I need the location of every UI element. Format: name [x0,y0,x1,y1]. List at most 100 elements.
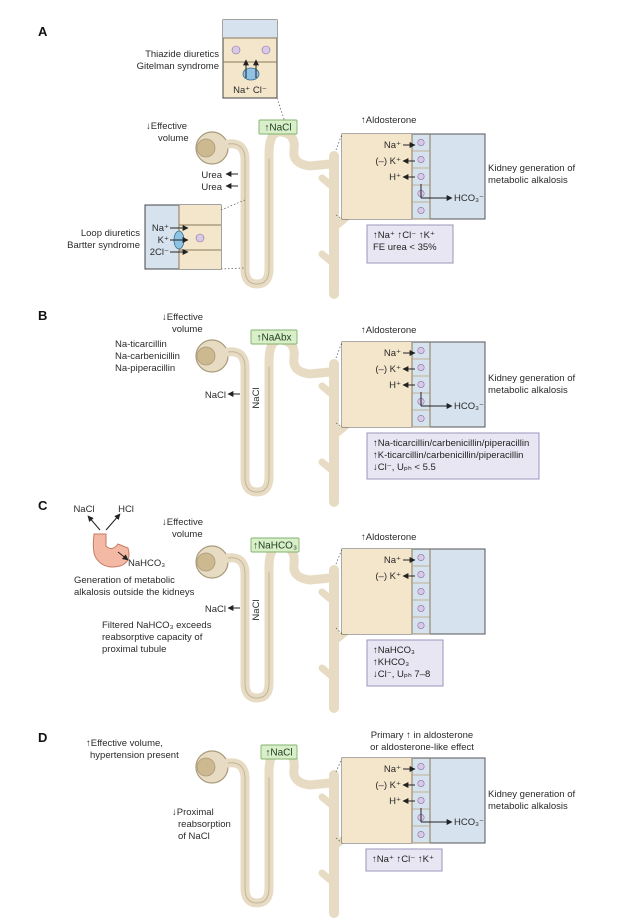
duct-branch [318,793,338,811]
effective-volume-label: ↓Effective [146,121,187,132]
connector-line [335,548,343,565]
kidney-generation-label: Kidney generation of [488,163,576,174]
urine-result-line: ↑Na⁺ ↑Cl⁻ ↑K⁺ [373,230,435,241]
kidney-generation-label: Kidney generation of [488,373,576,384]
cell-vesicle [417,346,425,354]
ion-label: H⁺ [389,172,401,183]
duct-branch [330,422,350,440]
urine-result-line: ↑KHCO₃ [373,657,409,668]
kidney-generation-label: metabolic alkalosis [488,175,568,186]
panel-letter: C [38,498,48,513]
urine-result-line: FE urea < 35% [373,242,437,253]
proximal-tubule-and-loop [223,347,274,497]
stomach-nahco3-label: NaHCO₃ [128,558,165,569]
cell-vesicle [417,156,425,164]
glomerulus-core [196,346,216,366]
duct-branch [318,869,338,887]
ion-label: (–) K⁺ [375,156,401,167]
effective-volume-label: ↓Effective [162,517,203,528]
urine-result-box [366,224,454,264]
bartter-label: Bartter syndrome [67,240,140,251]
cell-vesicle [417,139,425,147]
cell-vesicle [417,380,425,388]
nacl-label: NaCl [205,390,226,401]
urine-result-box [366,639,444,687]
tubule-outline [227,557,270,699]
effective-volume-label: volume [172,324,203,335]
connector-line [335,133,343,151]
urine-result-line: ↓Cl⁻, Uₚₕ 7–8 [373,669,430,680]
cell-vesicle [417,173,425,181]
duct-branch [318,664,338,682]
urine-result-box [366,432,540,480]
panel-letter: D [38,730,47,745]
stomach [92,533,130,568]
loop-k: K⁺ [158,235,169,246]
ion-label: H⁺ [389,380,401,391]
loop-diuretics-label: Loop diuretics [81,228,140,239]
urine-result-line: ↓Cl⁻, Uₚₕ < 5.5 [373,462,436,473]
urine-result-line: ↑Na⁺ ↑Cl⁻ ↑K⁺ [372,854,434,865]
solute-tag-label: ↑NaCl [264,123,291,134]
stomach-hcl-label: HCl [118,504,134,515]
cell-vesicle [417,587,425,595]
drug-label: Na-piperacillin [115,363,175,374]
connector-line [335,422,343,428]
tubular-lumen-area [342,342,412,427]
urine-result-line: ↑K-ticarcillin/carbenicillin/piperacilli… [373,450,523,461]
connector-line [335,837,343,844]
glomerulus-core [196,757,216,777]
aldosterone-label: ↑Aldosterone [361,532,416,543]
solute-tag [260,744,298,760]
cell-vesicle [417,796,425,804]
ion-label: H⁺ [389,796,401,807]
solute-tag-label: ↑NaCl [265,748,292,759]
cell-vesicle [417,207,425,215]
connector-line [335,757,343,773]
effective-volume-label: ↑Effective volume, [86,738,163,749]
gitelman-label: Gitelman syndrome [137,61,219,72]
tubular-lumen-area [342,134,412,219]
kidney-generation-label: metabolic alkalosis [488,385,568,396]
solute-tag-label: ↑NaHCO₃ [253,541,297,552]
tubule-outline [227,351,270,493]
duct-branch [318,588,338,606]
inset-blood [223,20,277,38]
loop-na: Na⁺ [152,223,169,234]
aldosterone-label: ↑Aldosterone [361,115,416,126]
connector-line [335,214,343,220]
cell-vesicle [417,762,425,770]
connector-line [220,199,246,211]
duct-branch [318,382,338,400]
generation-label: Generation of metabolic [74,575,175,586]
effective-volume-label: volume [158,133,189,144]
drug-label: Na-ticarcillin [115,339,167,350]
cell-vesicle [417,830,425,838]
urine-result-box [365,848,443,872]
tubule-outline [227,143,270,285]
nacl-vertical-label: NaCl [251,599,262,620]
loop-vesicle [195,233,205,243]
aldosterone-like-label: or aldosterone-like effect [370,742,474,753]
proximal-reabsorption-label: of NaCl [178,831,210,842]
urea-label: Urea [201,182,222,193]
nahco3-arrow [117,551,129,561]
inset-vesicle [261,45,271,55]
ion-label: Na⁺ [384,140,401,151]
connector-line [335,627,343,635]
connector-line [335,341,343,359]
thiazide-ions: Na⁺ Cl⁻ [233,85,267,96]
stomach-nacl-label: NaCl [73,504,94,515]
proximal-reabsorption-label: ↓Proximal [172,807,214,818]
cell-vesicle [417,604,425,612]
duct-branch [330,214,350,232]
hco3-label: HCO₃⁻ [454,817,484,828]
drug-label: Na-carbenicillin [115,351,180,362]
filtered-label: reabsorptive capacity of [102,632,203,643]
solute-tag [250,329,298,345]
ion-label: Na⁺ [384,764,401,775]
effective-volume-label: volume [172,529,203,540]
solute-tag-label: ↑NaAbx [256,333,291,344]
